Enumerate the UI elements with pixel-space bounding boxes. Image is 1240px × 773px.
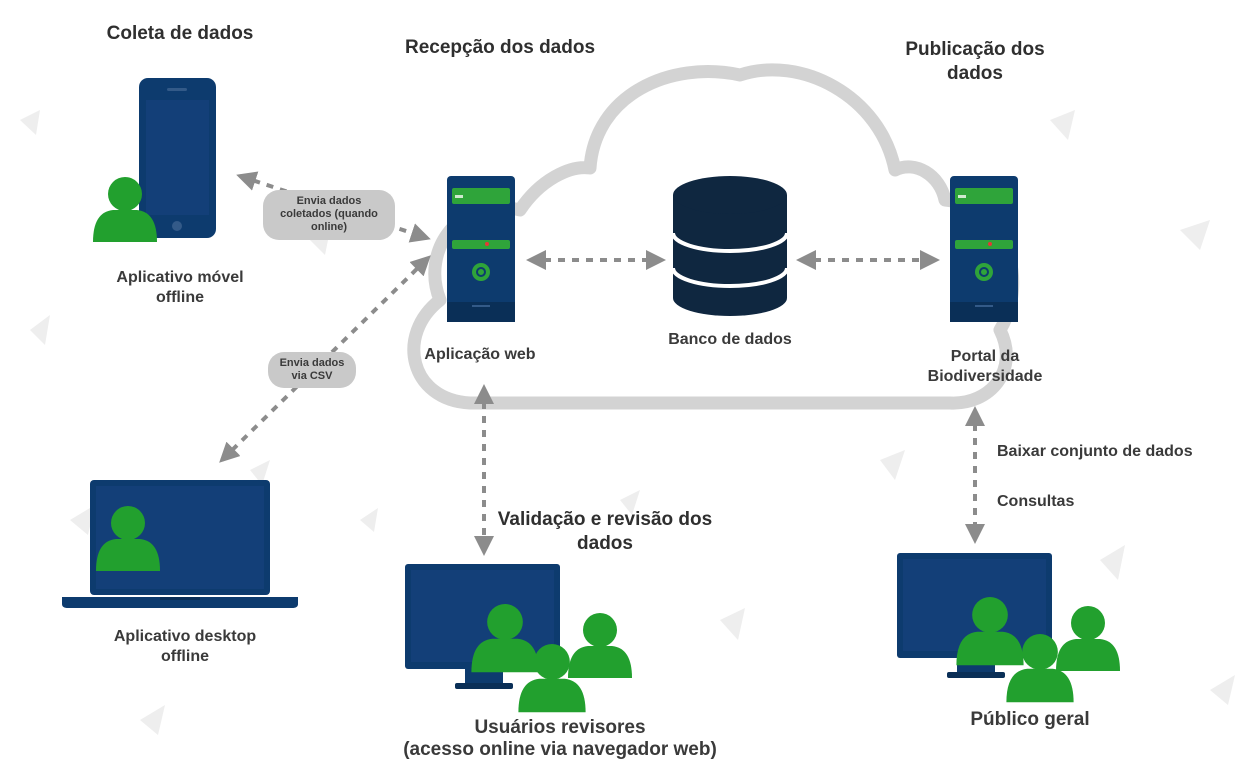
server-icon bbox=[950, 176, 1018, 322]
database-icon bbox=[671, 176, 789, 316]
section-collect: Coleta de dados bbox=[106, 23, 254, 44]
edge-label-desktop-web: Envia dados via CSV bbox=[268, 352, 356, 389]
edge-label-mobile-web: Envia dados coletados (quando online) bbox=[263, 190, 395, 240]
monitor-icon bbox=[897, 553, 1052, 678]
smartphone-icon bbox=[139, 78, 216, 238]
user-icon bbox=[568, 613, 632, 678]
label-public: Público geral bbox=[970, 709, 1090, 730]
label-reviewers-note: (acesso online via navegador web) bbox=[403, 739, 717, 760]
laptop-icon bbox=[62, 480, 298, 608]
label-web-app: Aplicação web bbox=[424, 346, 536, 363]
section-publish: Publicação dos dados bbox=[905, 39, 1045, 84]
edge-label-download: Baixar conjunto de dados bbox=[997, 443, 1193, 460]
section-receive: Recepção dos dados bbox=[404, 37, 596, 58]
label-reviewers: Usuários revisores bbox=[474, 717, 646, 738]
server-icon bbox=[447, 176, 515, 322]
label-database: Banco de dados bbox=[668, 331, 792, 348]
label-portal: Portal da Biodiversidade bbox=[927, 348, 1043, 385]
label-desktop-app: Aplicativo desktop offline bbox=[113, 628, 257, 665]
label-mobile-app: Aplicativo móvel offline bbox=[116, 269, 244, 306]
user-icon bbox=[1056, 606, 1120, 671]
background-confetti bbox=[20, 110, 1235, 735]
section-validate: Validação e revisão dos dados bbox=[497, 509, 713, 554]
edge-label-queries: Consultas bbox=[997, 493, 1075, 510]
